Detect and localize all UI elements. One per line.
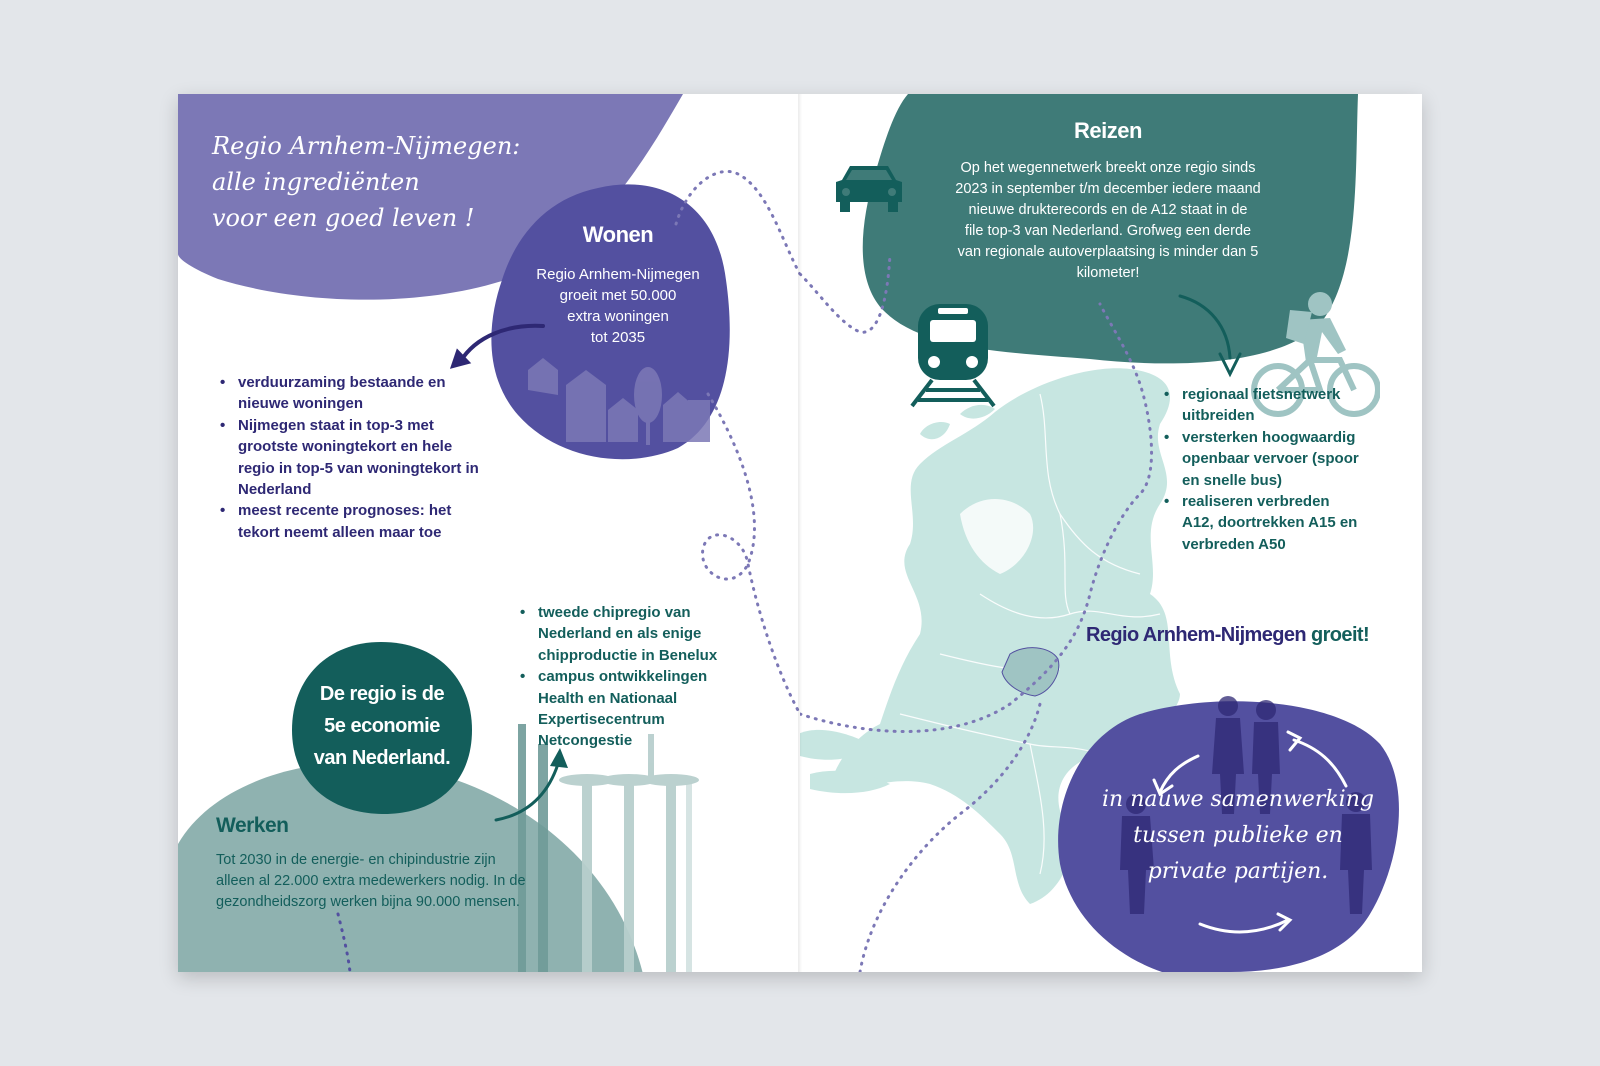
headline-line-1: Regio Arnhem-Nijmegen:: [212, 132, 521, 160]
travel-bullet: versterken hoogwaardig openbaar vervoer …: [1164, 427, 1390, 491]
houses-icon: [528, 358, 710, 445]
travel-bullets: regionaal fietsnetwerk uitbreiden verste…: [1160, 384, 1390, 555]
page-fold: [798, 94, 802, 972]
economy-circle: [292, 642, 472, 814]
cooperation-blob: [1058, 696, 1399, 972]
dotted-route: [336, 169, 800, 972]
reizen-block: Reizen Op het wegennetwerk breekt onze r…: [928, 118, 1288, 284]
headline-line-2: alle ingrediënten: [212, 168, 420, 196]
wonen-title: Wonen: [582, 222, 654, 247]
wonen-line-1: Regio Arnhem-Nijmegen: [536, 266, 700, 283]
work-bullet: campus ontwikkelingen Health en Nationaa…: [520, 666, 756, 752]
arrow-icon: [494, 748, 568, 822]
wonen-bullet: verduurzaming bestaande en nieuwe woning…: [220, 372, 516, 415]
werken-text: Tot 2030 in de energie- en chipindustrie…: [216, 852, 526, 910]
reizen-title: Reizen: [1074, 118, 1142, 143]
left-page: Regio Arnhem-Nijmegen: alle ingrediënten…: [178, 94, 800, 972]
train-icon: [910, 304, 996, 408]
headline: Regio Arnhem-Nijmegen: alle ingrediënten…: [212, 128, 520, 236]
cooperation-text: in nauwe samenwerking tussen publieke en…: [1102, 787, 1374, 884]
right-page: Reizen Op het wegennetwerk breekt onze r…: [800, 94, 1422, 972]
wonen-line-4: tot 2035: [590, 329, 646, 346]
wonen-line-2: groeit met 50.000: [559, 287, 677, 304]
netherlands-map: [800, 368, 1180, 904]
wonen-blob: [491, 184, 730, 460]
wonen-line-3: extra woningen: [567, 308, 669, 325]
werken-blob: [178, 762, 643, 972]
economy-text: De regio is de 5e economie van Nederland…: [313, 683, 451, 769]
reizen-text: Op het wegennetwerk breekt onze regio si…: [955, 160, 1261, 281]
work-bullets: tweede chipregio van Nederland en als en…: [516, 602, 756, 752]
cyclist-icon: [1251, 292, 1380, 417]
dotted-route-right: [800, 252, 1153, 972]
brochure-spread: Regio Arnhem-Nijmegen: alle ingrediënten…: [178, 94, 1422, 972]
reizen-blob: [862, 94, 1358, 364]
wonen-bullet: meest recente prognoses: het tekort neem…: [220, 500, 516, 543]
car-icon: [836, 166, 902, 212]
headline-line-3: voor een goed leven !: [212, 204, 475, 232]
wonen-bullet: Nijmegen staat in top-3 met grootste won…: [220, 415, 516, 501]
wonen-text: Regio Arnhem-Nijmegen groeit met 50.000 …: [518, 264, 718, 348]
wind-turbines-icon: [518, 724, 699, 972]
people-icon: [1120, 696, 1372, 914]
wonen-block: Wonen Regio Arnhem-Nijmegen groeit met 5…: [518, 222, 718, 348]
cycle-arrows-icon: [1152, 730, 1348, 934]
travel-bullet: regionaal fietsnetwerk uitbreiden: [1164, 384, 1390, 427]
arrow-icon: [449, 323, 545, 369]
work-bullet: tweede chipregio van Nederland en als en…: [520, 602, 756, 666]
werken-title: Werken: [216, 814, 289, 837]
wonen-bullets: verduurzaming bestaande en nieuwe woning…: [216, 372, 516, 543]
arrow-icon: [1178, 294, 1242, 378]
growth-label: Regio Arnhem-Nijmegen groeit!: [1086, 624, 1370, 646]
travel-bullet: realiseren verbreden A12, doortrekken A1…: [1164, 491, 1390, 555]
werken-block: Werken Tot 2030 in de energie- en chipin…: [216, 814, 596, 913]
region-highlight: [1001, 647, 1060, 697]
